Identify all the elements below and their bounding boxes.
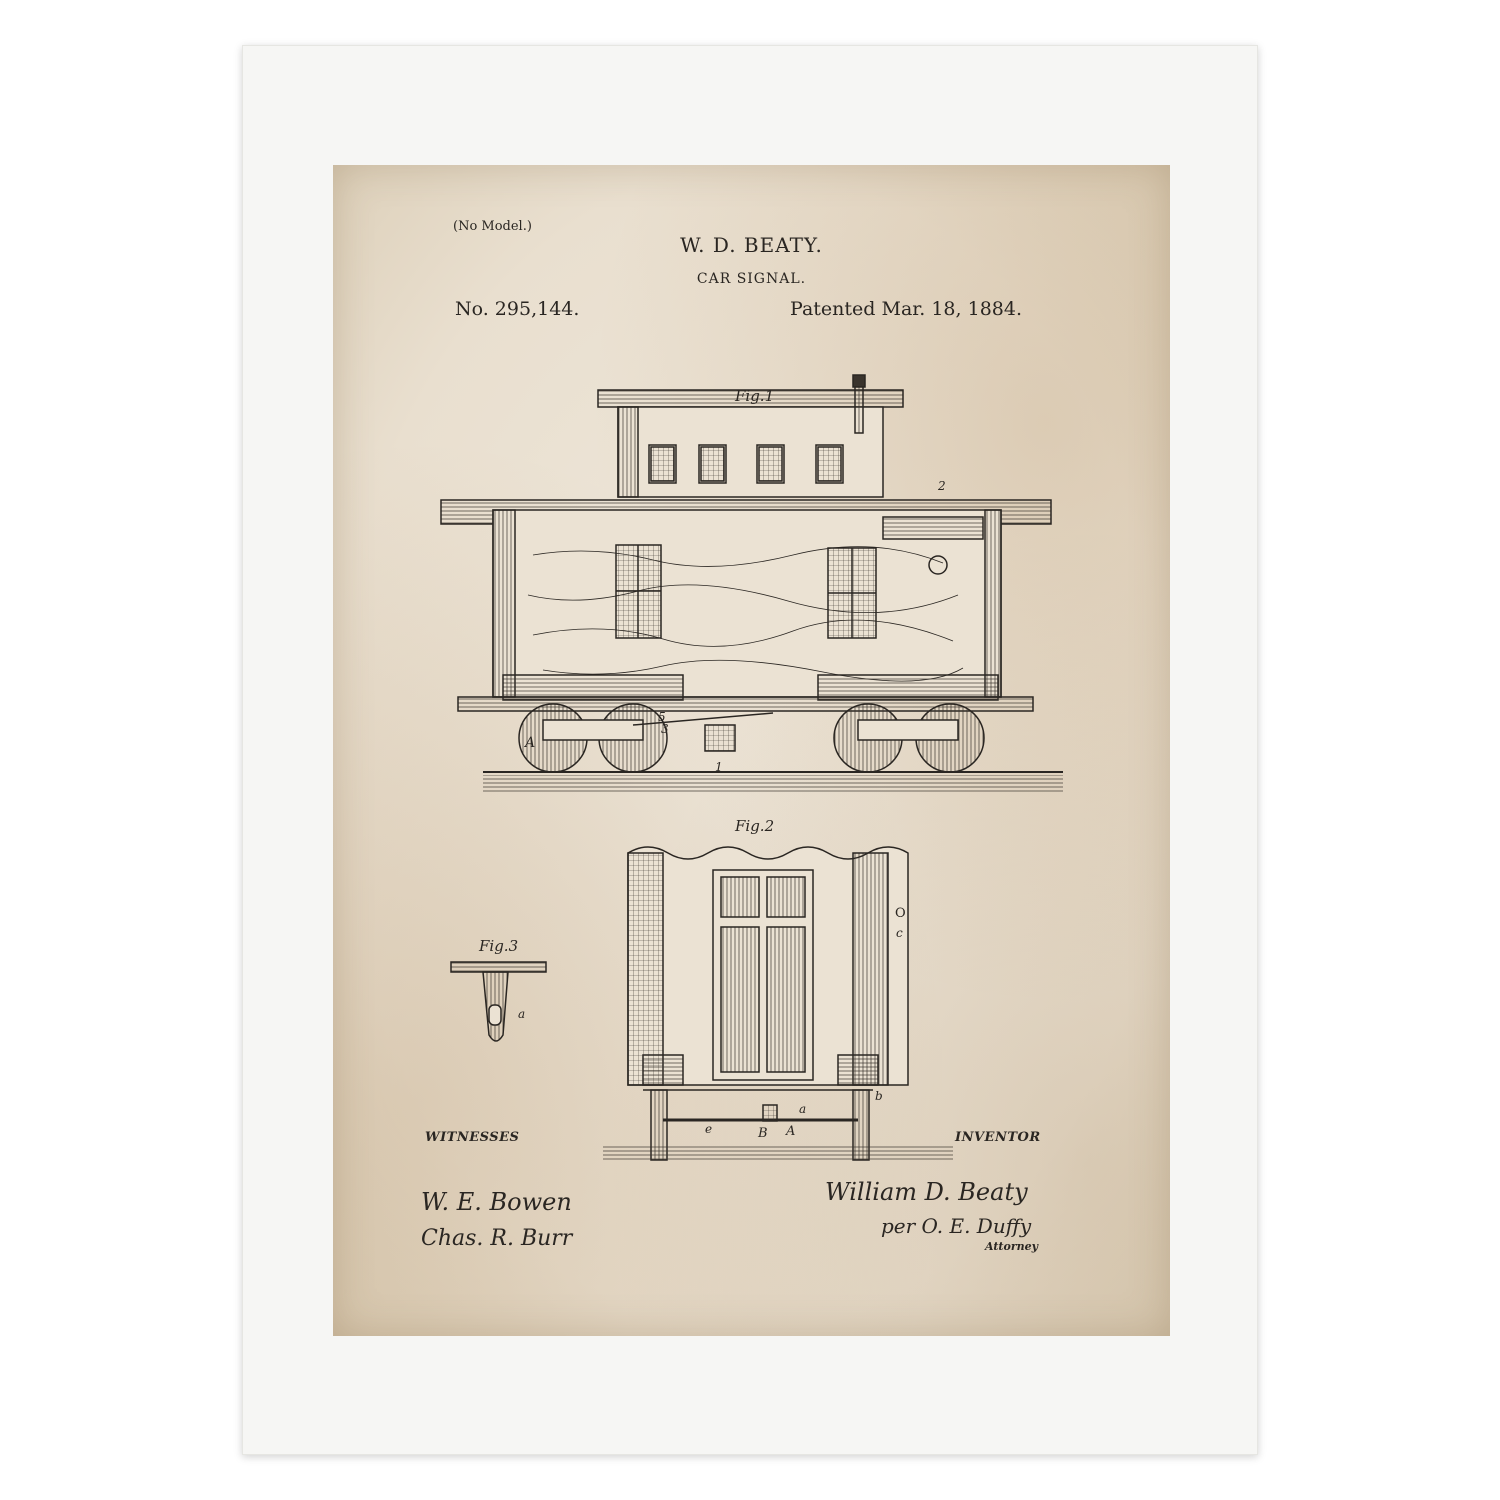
fig2-ref-c: c — [896, 926, 903, 940]
inventor-signature: William D. Beaty — [825, 1178, 1028, 1206]
fig2-ref-e: e — [705, 1122, 712, 1136]
fig1-label: Fig.1 — [734, 387, 774, 405]
figure-2-end-view — [603, 846, 953, 1161]
witness-signature-2: Chas. R. Burr — [421, 1226, 574, 1251]
fig2-ref-a: A — [785, 1124, 795, 1139]
patent-number: No. 295,144. — [455, 298, 580, 320]
fig1-ref-a: A — [523, 735, 535, 751]
fig1-ref-2: 2 — [937, 479, 946, 493]
no-model-note: (No Model.) — [453, 219, 532, 234]
patent-sheet: (No Model.) W. D. BEATY. CAR SIGNAL. No.… — [333, 165, 1170, 1336]
fig2-ref-o: O — [895, 906, 906, 921]
witness-signature-1: W. E. Bowen — [421, 1188, 572, 1216]
fig1-ref-3: 3 — [661, 722, 669, 736]
patent-drawing: Fig.1 A 1 2 3 5 Fig. — [421, 374, 1063, 1251]
patent-date: Patented Mar. 18, 1884. — [790, 298, 1022, 320]
fig2-label: Fig.2 — [734, 817, 774, 835]
invention-title: CAR SIGNAL. — [696, 271, 807, 287]
fig2-ref-small-b: b — [875, 1089, 883, 1103]
fig2-ref-small-a: a — [799, 1102, 806, 1116]
inventor-name-heading: W. D. BEATY. — [680, 233, 823, 257]
fig3-ref-a: a — [518, 1007, 525, 1021]
witnesses-label: WITNESSES — [425, 1130, 520, 1145]
figure-1-caboose-side — [440, 374, 1063, 793]
fig2-ref-b: B — [757, 1126, 768, 1141]
fig1-ref-1: 1 — [715, 760, 723, 774]
fig3-label: Fig.3 — [478, 937, 518, 955]
inventor-label: INVENTOR — [955, 1130, 1041, 1145]
attorney-label: Attorney — [985, 1240, 1039, 1253]
figure-3-detail — [450, 961, 547, 1042]
attorney-signature: per O. E. Duffy — [881, 1214, 1032, 1238]
fig1-ref-5: 5 — [658, 710, 666, 724]
